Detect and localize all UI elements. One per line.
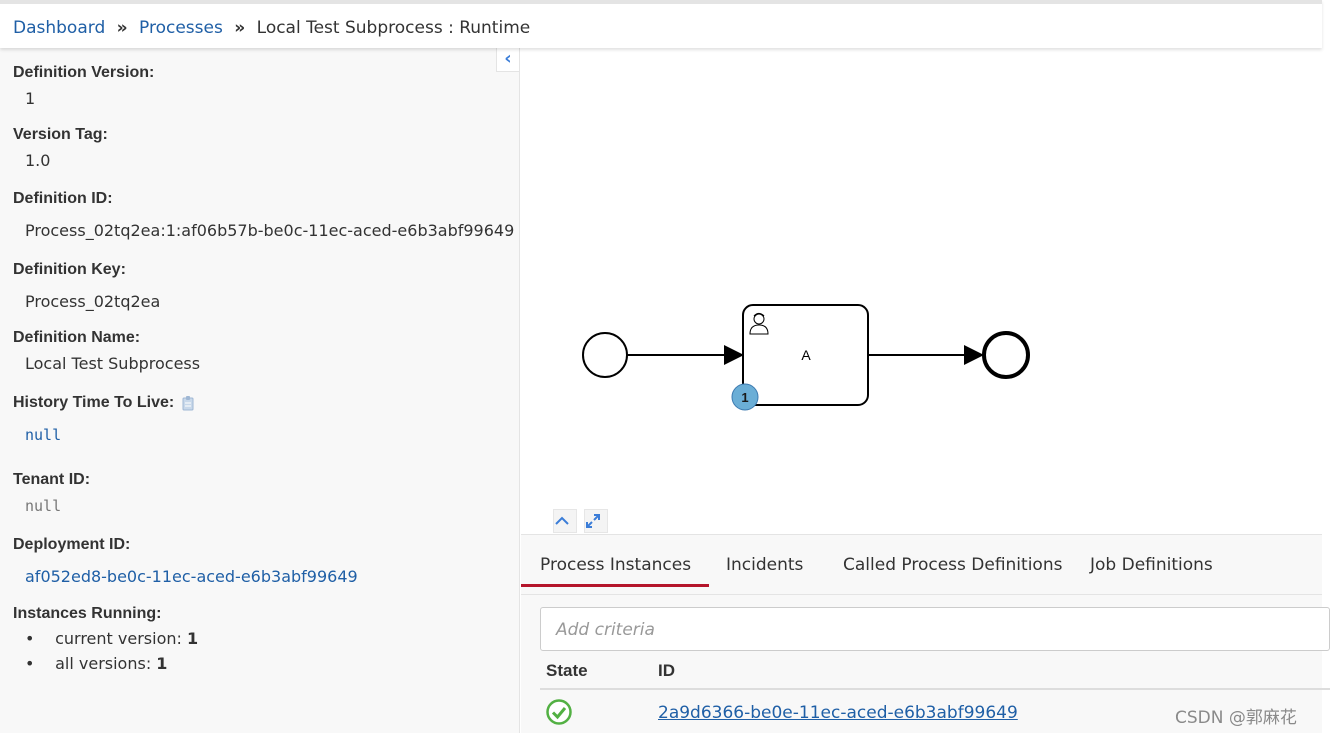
- collapse-sidebar-button[interactable]: ‹: [496, 48, 520, 72]
- tab-incidents[interactable]: Incidents: [726, 555, 804, 575]
- table-header: State ID: [540, 657, 1330, 690]
- tenant-id-value: null: [25, 497, 62, 515]
- list-item: current version: 1: [25, 626, 198, 651]
- deployment-id-link[interactable]: af052ed8-be0c-11ec-aced-e6b3abf99649: [25, 567, 358, 586]
- tab-bar: Process Instances Incidents Called Proce…: [521, 535, 1322, 595]
- task-label: A: [801, 347, 811, 363]
- definition-version-value: 1: [25, 89, 36, 108]
- edit-icon[interactable]: [181, 395, 195, 411]
- list-item: all versions: 1: [25, 651, 198, 676]
- running-instances-badge[interactable]: 1: [731, 383, 759, 411]
- definition-id-value: Process_02tq2ea:1:af06b57b-be0c-11ec-ace…: [25, 221, 515, 240]
- definition-sidebar: ‹ Definition Version: 1 Version Tag: 1.0…: [0, 48, 520, 733]
- chevron-up-icon[interactable]: [553, 509, 577, 533]
- check-circle-icon: [546, 699, 572, 725]
- watermark: CSDN @郭麻花: [1175, 708, 1297, 728]
- column-header-state[interactable]: State: [546, 661, 588, 680]
- user-task-icon: [749, 312, 769, 335]
- instances-running-label: Instances Running:: [13, 605, 162, 622]
- search-criteria-input[interactable]: Add criteria: [540, 607, 1330, 651]
- badge-count: 1: [741, 390, 748, 405]
- tenant-id-label: Tenant ID:: [13, 471, 91, 488]
- bpmn-diagram[interactable]: A 1: [521, 48, 1322, 534]
- definition-id-label: Definition ID:: [13, 190, 113, 207]
- definition-key-label: Definition Key:: [13, 261, 126, 278]
- breadcrumb-separator: »: [116, 18, 128, 38]
- breadcrumb: Dashboard » Processes » Local Test Subpr…: [13, 18, 530, 38]
- deployment-id-label: Deployment ID:: [13, 536, 131, 553]
- definition-name-value: Local Test Subprocess: [25, 354, 201, 373]
- history-ttl-label-text: History Time To Live:: [13, 394, 175, 411]
- end-event[interactable]: [982, 331, 1030, 379]
- tabs-panel: Process Instances Incidents Called Proce…: [521, 534, 1330, 733]
- bpmn-canvas[interactable]: A 1: [521, 48, 1322, 534]
- user-task-a[interactable]: A: [742, 304, 869, 406]
- history-ttl-value[interactable]: null: [25, 426, 62, 444]
- definition-name-label: Definition Name:: [13, 329, 141, 346]
- expand-icon[interactable]: [584, 509, 608, 533]
- history-ttl-label: History Time To Live:: [13, 394, 195, 412]
- breadcrumb-dashboard-link[interactable]: Dashboard: [13, 18, 106, 38]
- tab-process-instances[interactable]: Process Instances: [521, 555, 710, 587]
- tab-called-process-definitions[interactable]: Called Process Definitions: [843, 555, 1063, 575]
- version-tag-value: 1.0: [25, 151, 51, 170]
- version-tag-label: Version Tag:: [13, 126, 108, 143]
- start-event[interactable]: [582, 332, 628, 378]
- current-version-label: current version:: [55, 629, 182, 648]
- instances-running-list: current version: 1 all versions: 1: [25, 626, 198, 676]
- all-versions-label: all versions:: [55, 654, 152, 673]
- breadcrumb-current: Local Test Subprocess : Runtime: [256, 18, 531, 38]
- column-header-id[interactable]: ID: [658, 661, 675, 680]
- breadcrumb-separator: »: [234, 18, 246, 38]
- table-row: 2a9d6366-be0e-11ec-aced-e6b3abf99649: [540, 691, 1330, 734]
- all-versions-count: 1: [156, 654, 168, 673]
- top-bar: Dashboard » Processes » Local Test Subpr…: [0, 0, 1322, 48]
- process-instance-id-link[interactable]: 2a9d6366-be0e-11ec-aced-e6b3abf99649: [658, 703, 1018, 723]
- tab-job-definitions[interactable]: Job Definitions: [1090, 555, 1213, 575]
- definition-version-label: Definition Version:: [13, 64, 155, 81]
- definition-key-value: Process_02tq2ea: [25, 292, 161, 311]
- current-version-count: 1: [186, 629, 199, 648]
- breadcrumb-processes-link[interactable]: Processes: [139, 18, 223, 38]
